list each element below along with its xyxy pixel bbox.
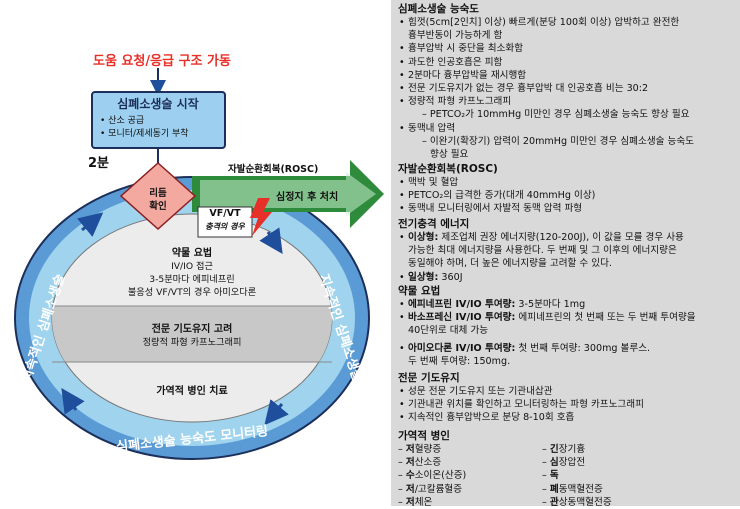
section-advanced-airway: 전문 기도유지 성문 전문 기도유지 또는 기관내삽관 기관내관 위치를 확인하… bbox=[398, 372, 738, 425]
drug-item-vasopressin: 바소프레신 IV/IO 투여량: 에피네프린의 첫 번째 또는 두 번째 투여량… bbox=[398, 311, 738, 337]
cpr-cycle-diagram: 도움 요청/응급 구조 가동 심폐소생술 시작 • 산소 공급 • 모니터/제세… bbox=[14, 54, 384, 460]
quality-item-arterial: 동맥내 압력 bbox=[398, 122, 738, 135]
shock-item-biphasic: 이상형: 제조업체 권장 에너지량(120-200J), 이 값을 모를 경우 … bbox=[398, 231, 738, 271]
cause-hydrogen-ion: – 수소이온(산증) bbox=[398, 470, 467, 482]
rhythm-check-line1: 리듬 bbox=[149, 188, 167, 199]
quality-item-capnography: 정량적 파형 카프노그래피 bbox=[398, 95, 738, 108]
vf-vt-subtitle: 충격의 경우 bbox=[205, 222, 245, 231]
quality-sub-petco2: – PETCO₂가 10mmHg 미만인 경우 심폐소생술 능숙도 향상 필요 bbox=[422, 109, 690, 121]
cause-hypothermia: – 저체온 bbox=[398, 496, 433, 508]
drug-item-epinephrine: 에피네프린 IV/IO 투여량: 3-5분마다 1mg bbox=[398, 298, 738, 311]
start-cpr-item-oxygen: • 산소 공급 bbox=[100, 116, 145, 126]
advanced-airway-title: 전문 기도유지 bbox=[398, 372, 460, 384]
section-drug-therapy: 약물 요법 에피네프린 IV/IO 투여량: 3-5분마다 1mg 바소프레신 … bbox=[398, 285, 738, 368]
start-cpr-item-monitor: • 모니터/제세동기 부착 bbox=[100, 129, 189, 139]
cause-tension-pneumothorax: – 긴장기흉 bbox=[542, 444, 586, 455]
airway-line-capnography: 정량적 파형 카프노그래피 bbox=[142, 337, 242, 348]
rhythm-check-diamond bbox=[119, 161, 197, 231]
rosc-item-pulse: 맥박 및 혈압 bbox=[398, 176, 738, 189]
start-cpr-box bbox=[91, 91, 226, 149]
ring-arrow-lower-right bbox=[264, 399, 289, 426]
airway-band bbox=[52, 306, 332, 362]
section-cpr-quality: 심폐소생술 능숙도 힘껏(5cm[2인치] 이상) 빠르게(분당 100회 이상… bbox=[398, 3, 738, 161]
vf-vt-title: VF/VT bbox=[209, 208, 241, 219]
quality-item-rotate: 2분마다 흉부압박을 재시행함 bbox=[398, 69, 738, 82]
ring-arrow-right bbox=[259, 227, 283, 254]
drug-line-amiodarone: 불응성 VF/VT의 경우 아미오다론 bbox=[127, 287, 257, 298]
rhythm-check-line2: 확인 bbox=[149, 201, 167, 212]
ring-arrow-lower-left bbox=[61, 388, 85, 415]
vf-vt-box bbox=[197, 206, 253, 238]
cause-hypoxia: – 저산소증 bbox=[398, 457, 442, 469]
reversible-causes-panel-title: 가역적 병인 bbox=[398, 430, 450, 442]
diagram-graphics bbox=[14, 68, 384, 460]
shock-icon bbox=[250, 198, 272, 236]
rosc-arrow-label: 자발순환회복(ROSC) bbox=[228, 164, 319, 175]
causes-right-column: – 긴장기흉 – 심장압전 – 독 – 폐동맥혈전증 – 관상동맥혈전증 bbox=[542, 443, 722, 509]
quality-item-ventilation: 과도한 인공호흡은 피함 bbox=[398, 56, 738, 69]
cpr-quality-title: 심폐소생술 능숙도 bbox=[398, 3, 479, 15]
section-shock-energy: 전기충격 에너지 이상형: 제조업체 권장 에너지량(120-200J), 이 … bbox=[398, 218, 738, 284]
ring-arrow-upper-left bbox=[77, 212, 104, 237]
post-arrest-care-label: 심정지 후 처치 bbox=[276, 192, 339, 203]
airway-item-capnography: 기관내관 위치를 확인하고 모니터링하는 파형 카프노그래피 bbox=[398, 398, 738, 411]
section-rosc: 자발순환회복(ROSC) 맥박 및 혈압 PETCO₂의 급격한 증가(대개 4… bbox=[398, 163, 738, 216]
airway-title: 전문 기도유지 고려 bbox=[151, 324, 233, 335]
rosc-item-waveform: 동맥내 모니터링에서 자발적 동맥 압력 파형 bbox=[398, 202, 738, 215]
airway-item-intubation: 성문 전문 기도유지 또는 기관내삽관 bbox=[398, 385, 738, 398]
start-cpr-title: 심폐소생술 시작 bbox=[117, 97, 199, 111]
cause-pulmonary-thrombosis: – 폐동맥혈전증 bbox=[542, 483, 603, 495]
cause-toxins: – 독 bbox=[542, 470, 559, 482]
section-reversible-causes: 가역적 병인 bbox=[398, 430, 738, 443]
cause-kalemia: – 저/고칼륨혈증 bbox=[398, 483, 463, 495]
quality-sub-diastolic-cont: 향상 필요 bbox=[430, 149, 469, 161]
quality-sub-diastolic: – 이완기(확장기) 압력이 20mmHg 미만인 경우 심폐소생술 능숙도 bbox=[422, 135, 695, 147]
quality-item-compress: 힘껏(5cm[2인치] 이상) 빠르게(분당 100회 이상) 압박하고 완전한… bbox=[398, 16, 738, 42]
reversible-causes-title: 가역적 병인 치료 bbox=[156, 386, 228, 397]
drug-line-iv: IV/IO 접근 bbox=[171, 261, 213, 272]
shock-energy-title: 전기충격 에너지 bbox=[398, 218, 470, 230]
drug-therapy-panel-title: 약물 요법 bbox=[398, 285, 441, 297]
drug-item-amiodarone: 아미오다론 IV/IO 투여량: 첫 번째 투여량: 300mg 볼루스. 두 … bbox=[398, 342, 738, 368]
shock-item-monophasic: 일상형: 360J bbox=[398, 271, 738, 284]
two-minute-label: 2분 bbox=[88, 156, 110, 171]
cause-tamponade: – 심장압전 bbox=[542, 457, 586, 469]
quality-item-minimize: 흉부압박 시 중단을 최소화함 bbox=[398, 42, 738, 55]
cause-coronary-thrombosis: – 관상동맥혈전증 bbox=[542, 496, 612, 508]
drug-therapy-title: 약물 요법 bbox=[171, 248, 213, 259]
airway-item-breaths: 지속적인 흉부압박으로 분당 8-10회 호흡 bbox=[398, 411, 738, 424]
rosc-title: 자발순환회복(ROSC) bbox=[398, 163, 498, 175]
rosc-item-petco2: PETCO₂의 급격한 증가(대개 40mmHg 이상) bbox=[398, 189, 738, 202]
cause-hypovolemia: – 저혈량증 bbox=[398, 444, 442, 455]
quality-item-ratio: 전문 기도유지가 없는 경우 흉부압박 대 인공호흡 비는 30:2 bbox=[398, 82, 738, 95]
causes-left-column: – 저혈량증 – 저산소증 – 수소이온(산증) – 저/고칼륨혈증 – 저체온 bbox=[398, 443, 548, 509]
drug-line-epinephrine: 3-5분마다 에피네프린 bbox=[149, 274, 235, 285]
call-help-label: 도움 요청/응급 구조 가동 bbox=[93, 54, 231, 69]
